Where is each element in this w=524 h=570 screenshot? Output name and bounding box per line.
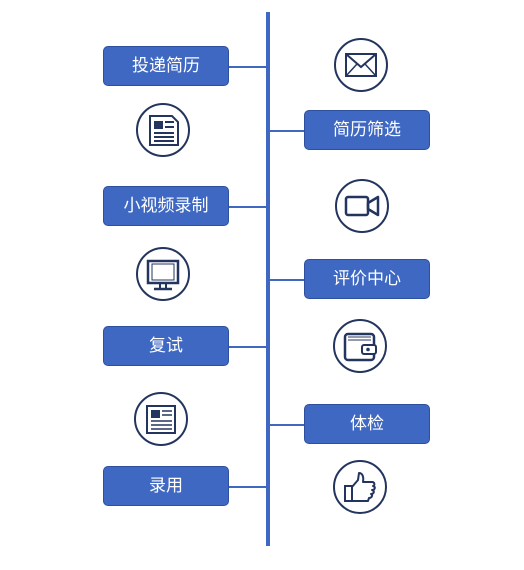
step-medical-exam: 体检: [304, 404, 430, 444]
connector: [270, 279, 304, 281]
step-hire: 录用: [103, 466, 229, 506]
connector: [229, 486, 267, 488]
monitor-icon: [136, 247, 190, 301]
newspaper-icon: [134, 392, 188, 446]
timeline-axis: [266, 12, 270, 546]
thumbs-up-icon: [333, 460, 387, 514]
connector: [270, 130, 304, 132]
wallet-icon: [333, 319, 387, 373]
connector: [229, 66, 267, 68]
connector: [229, 346, 267, 348]
resume-icon: [136, 103, 190, 157]
step-second-interview: 复试: [103, 326, 229, 366]
step-submit-resume: 投递简历: [103, 46, 229, 86]
connector: [229, 206, 267, 208]
video-camera-icon: [335, 179, 389, 233]
connector: [270, 424, 304, 426]
step-video-recording: 小视频录制: [103, 186, 229, 226]
step-resume-screening: 简历筛选: [304, 110, 430, 150]
envelope-icon: [334, 38, 388, 92]
step-assessment-center: 评价中心: [304, 259, 430, 299]
